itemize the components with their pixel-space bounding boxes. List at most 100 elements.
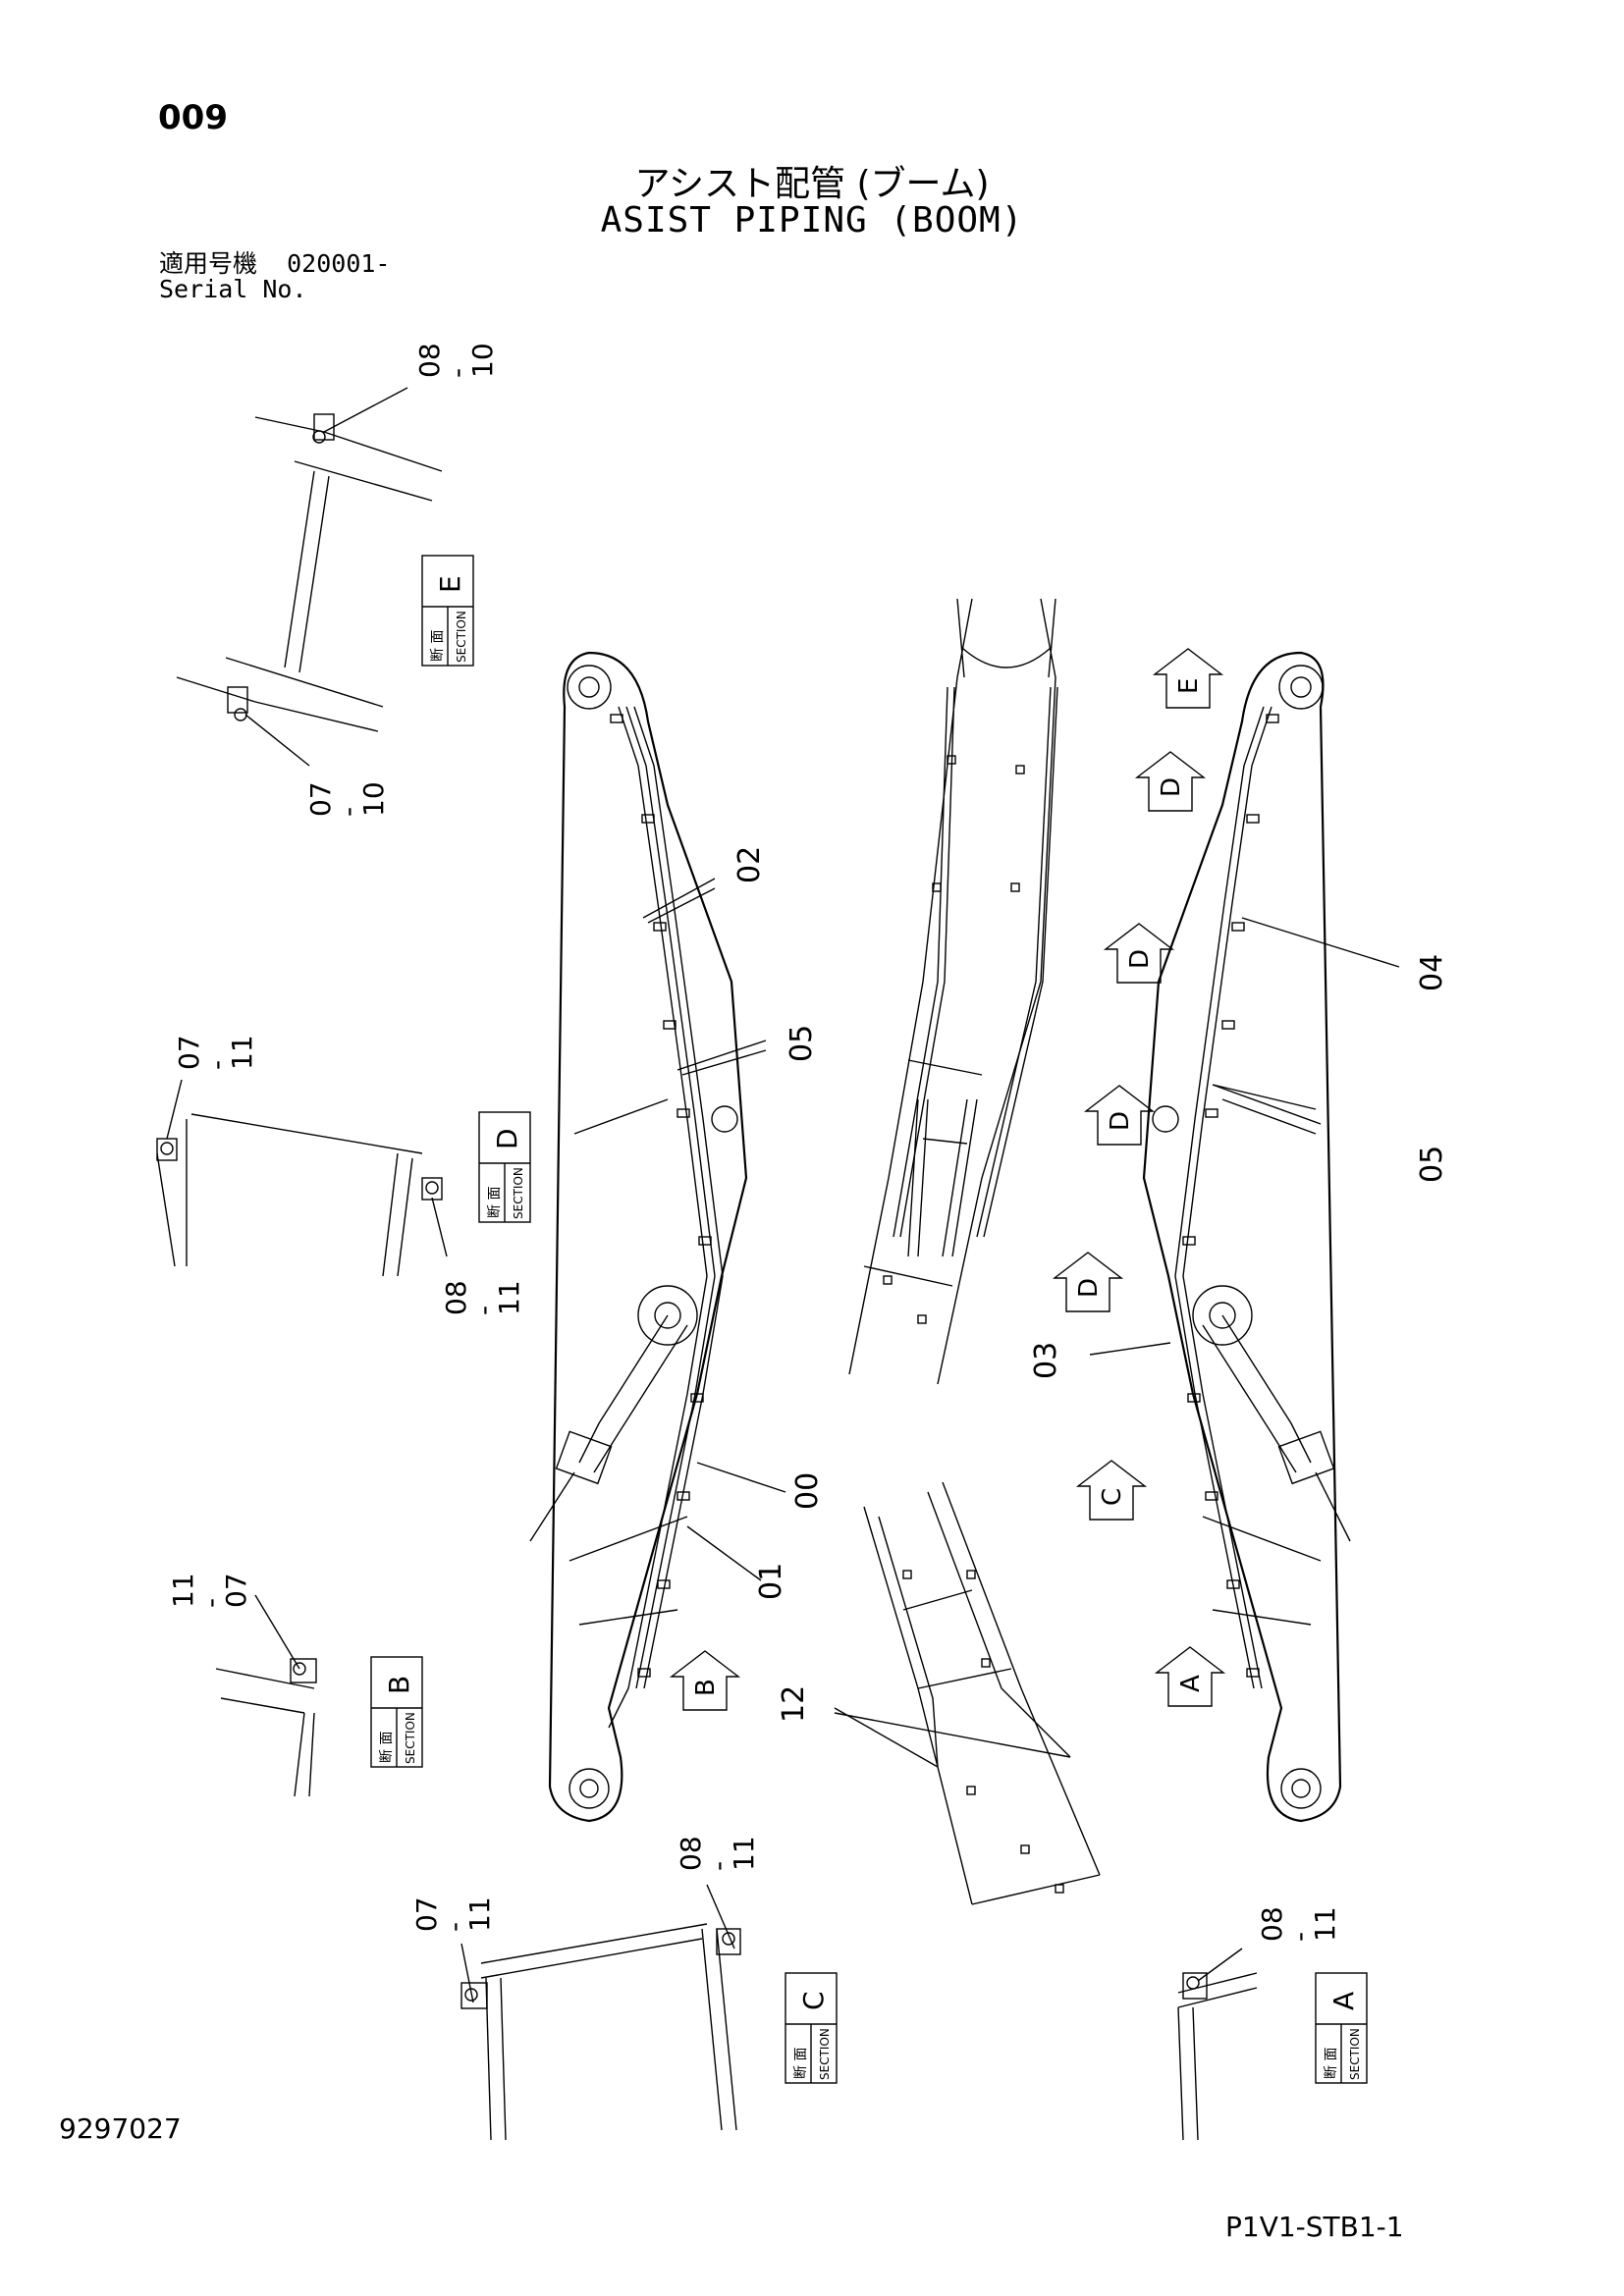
leader-lines [166,387,1400,2003]
part-label-05-left: 05 [785,1025,819,1062]
callout-c2-bottom: 11 [463,1896,496,1932]
view-arrow-d4: D [1052,1252,1124,1312]
callout-c-dash: - [702,1861,734,1871]
left-boom [529,651,748,1823]
center-bottom-boom [863,1481,1101,1905]
callout-a: 08 - 11 [1256,1897,1341,1942]
callout-e-bottom: 10 [466,343,499,378]
callout-b: 11 - 07 [167,1564,252,1608]
section-label-c: 断 面 SECTION C [785,1972,838,2084]
view-arrow-e-letter: E [1174,678,1204,694]
part-label-03: 03 [1029,1342,1063,1379]
view-arrow-c: C [1075,1460,1148,1521]
page-number: 009 [158,98,228,137]
section-label-a-letter: A [1327,1992,1360,2010]
part-label-04: 04 [1415,954,1449,991]
detail-e [176,413,443,732]
section-label-b-jp1: 断 [379,1749,395,1763]
section-label-c-word: SECTION [818,2028,832,2080]
callout-d-dash: - [200,1060,233,1070]
section-label-d-jp: 断 面 [487,1187,503,1218]
view-arrow-a-letter: A [1176,1675,1206,1692]
part-label-05-right: 05 [1415,1146,1449,1183]
callout-e: 08 - 10 [413,334,499,378]
view-arrow-a: A [1154,1646,1226,1707]
serial-block: 適用号機 020001- Serial No. [159,251,390,302]
view-arrow-d2-letter: D [1125,949,1155,969]
section-label-d-word: SECTION [512,1167,525,1219]
callout-c2-dash: - [438,1922,470,1932]
callout-d2: 08 - 11 [440,1271,525,1315]
sheet-code: P1V1-STB1-1 [1225,2211,1404,2243]
detail-d [156,1113,443,1277]
section-label-c-jp2: 面 [793,2048,809,2061]
view-arrow-b: B [669,1650,741,1711]
callout-e2-bottom: 10 [357,781,390,817]
document-number: 9297027 [59,2112,182,2145]
serial-label-jp: 適用号機 [159,249,258,278]
callout-b-bottom: 07 [220,1573,252,1608]
section-label-a-jp1: 断 [1324,2065,1339,2079]
callout-d-bottom: 11 [226,1035,258,1070]
view-arrows: E D D D D C B A [669,648,1226,1711]
view-arrow-d1: D [1134,751,1207,812]
title-english: ASIST PIPING (BOOM) [600,200,1024,240]
section-label-a-word: SECTION [1348,2028,1362,2080]
section-label-c-jp1: 断 [793,2065,809,2079]
section-label-a: 断 面 SECTION A [1315,1972,1368,2084]
section-label-b-jp: 断 面 [379,1732,395,1763]
view-arrow-e: E [1152,648,1224,709]
callout-e-dash: - [441,368,473,378]
callout-e2: 07 - 10 [304,773,390,817]
section-label-d-letter: D [491,1128,523,1149]
section-label-b-letter: B [383,1676,415,1694]
callout-d2-dash: - [467,1306,500,1315]
view-arrow-b-letter: B [691,1679,721,1696]
callout-e2-dash: - [332,807,364,817]
part-label-01: 01 [754,1563,788,1600]
section-label-e-jp: 断 面 [430,630,446,662]
section-label-b-word: SECTION [404,1712,417,1764]
callouts: 08 - 10 07 - 10 07 - 11 08 - 11 11 - 07 … [167,334,1341,1942]
view-arrow-d4-letter: D [1074,1278,1104,1298]
view-arrow-d3-letter: D [1106,1111,1135,1131]
section-label-e: 断 面 SECTION E [421,555,474,667]
part-label-02: 02 [732,846,767,883]
callout-a-bottom: 11 [1309,1906,1341,1942]
section-label-e-jp1: 断 [430,648,446,662]
section-label-e-word: SECTION [455,611,468,663]
right-boom [1142,651,1351,1823]
callout-d2-bottom: 11 [493,1280,525,1315]
part-label-00: 00 [790,1472,825,1510]
section-label-c-letter: C [797,1991,830,2010]
section-label-d: 断 面 SECTION D [478,1111,531,1223]
section-label-d-jp1: 断 [487,1204,503,1218]
view-arrow-d2: D [1103,923,1175,984]
callout-d: 07 - 11 [173,1026,258,1070]
detail-b [215,1658,317,1797]
section-label-b-jp2: 面 [379,1732,395,1745]
title-japanese: アシスト配管 (ブーム) [634,164,990,204]
callout-c-bottom: 11 [728,1836,760,1871]
view-arrow-c-letter: C [1098,1488,1127,1506]
section-labels: 断 面 SECTION E 断 面 SECTION D 断 面 SECTION … [370,555,1368,2084]
detail-a [1177,1972,1258,2141]
section-label-a-jp: 断 面 [1324,2048,1339,2079]
part-label-12: 12 [777,1685,811,1723]
center-top-boom [848,598,1058,1385]
detail-c [460,1923,741,2141]
callout-b-dash: - [194,1598,227,1608]
part-labels: 02 05 00 01 12 04 05 03 [732,846,1449,1723]
section-label-e-jp2: 面 [430,630,446,644]
section-label-c-jp: 断 面 [793,2048,809,2079]
section-label-b: 断 面 SECTION B [370,1656,423,1768]
serial-label-en: Serial No. [159,275,307,303]
section-label-a-jp2: 面 [1324,2048,1339,2061]
callout-a-dash: - [1283,1932,1316,1942]
section-label-d-jp2: 面 [487,1187,503,1201]
serial-row-jp: 適用号機 020001- [159,251,390,277]
callout-c2: 07 - 11 [410,1888,496,1932]
callout-c: 08 - 11 [675,1827,760,1871]
view-arrow-d3: D [1083,1085,1156,1146]
